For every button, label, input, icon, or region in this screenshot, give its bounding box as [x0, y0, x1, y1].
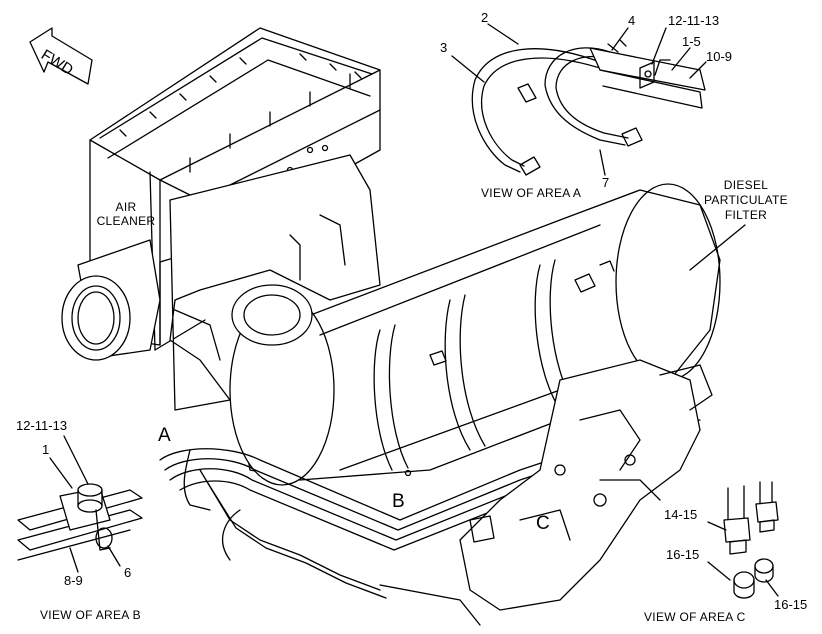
dpf-label-line-1: DIESEL	[723, 178, 769, 192]
dpf-drawing	[229, 183, 721, 486]
view-a-drawing	[451, 23, 707, 176]
callout-b-12-11-13: 12-11-13	[16, 418, 68, 433]
lower-tubes-drawing	[159, 419, 701, 599]
area-marker-a: A	[158, 425, 171, 446]
lower-right-machinery-drawing	[379, 359, 713, 626]
dpf-label-line-3: FILTER	[724, 208, 768, 222]
view-c-drawing	[707, 481, 779, 599]
view-a-caption: VIEW OF AREA A	[481, 186, 582, 200]
callout-c-16-15-b: 16-15	[774, 597, 808, 612]
callout-a-3: 3	[440, 40, 448, 55]
callout-a-2: 2	[481, 10, 489, 25]
air-cleaner-intake-drawing	[61, 239, 161, 361]
callout-a-4: 4	[628, 13, 636, 28]
view-b-drawing	[17, 435, 143, 573]
callout-b-8-9: 8-9	[64, 573, 83, 588]
view-c-caption: VIEW OF AREA C	[644, 610, 746, 624]
area-marker-b: B	[392, 491, 405, 512]
callout-b-6: 6	[124, 565, 132, 580]
dpf-label-line-2: PARTICULATE	[704, 193, 788, 207]
dpf-leader-line	[689, 224, 746, 271]
callout-c-14-15: 14-15	[664, 507, 698, 522]
callout-b-1: 1	[42, 442, 50, 457]
area-marker-c: C	[536, 513, 550, 534]
callout-a-10-9: 10-9	[706, 49, 733, 64]
view-b-caption: VIEW OF AREA B	[40, 608, 141, 622]
callout-a-7: 7	[602, 175, 610, 190]
callout-c-16-15-a: 16-15	[666, 547, 700, 562]
callout-a-1-5: 1-5	[682, 34, 701, 49]
air-cleaner-label-line-2: CLEANER	[96, 214, 156, 228]
fwd-arrow-icon	[29, 27, 93, 85]
air-cleaner-label-line-1: AIR	[115, 200, 137, 214]
callout-a-12-11-13: 12-11-13	[668, 13, 720, 28]
